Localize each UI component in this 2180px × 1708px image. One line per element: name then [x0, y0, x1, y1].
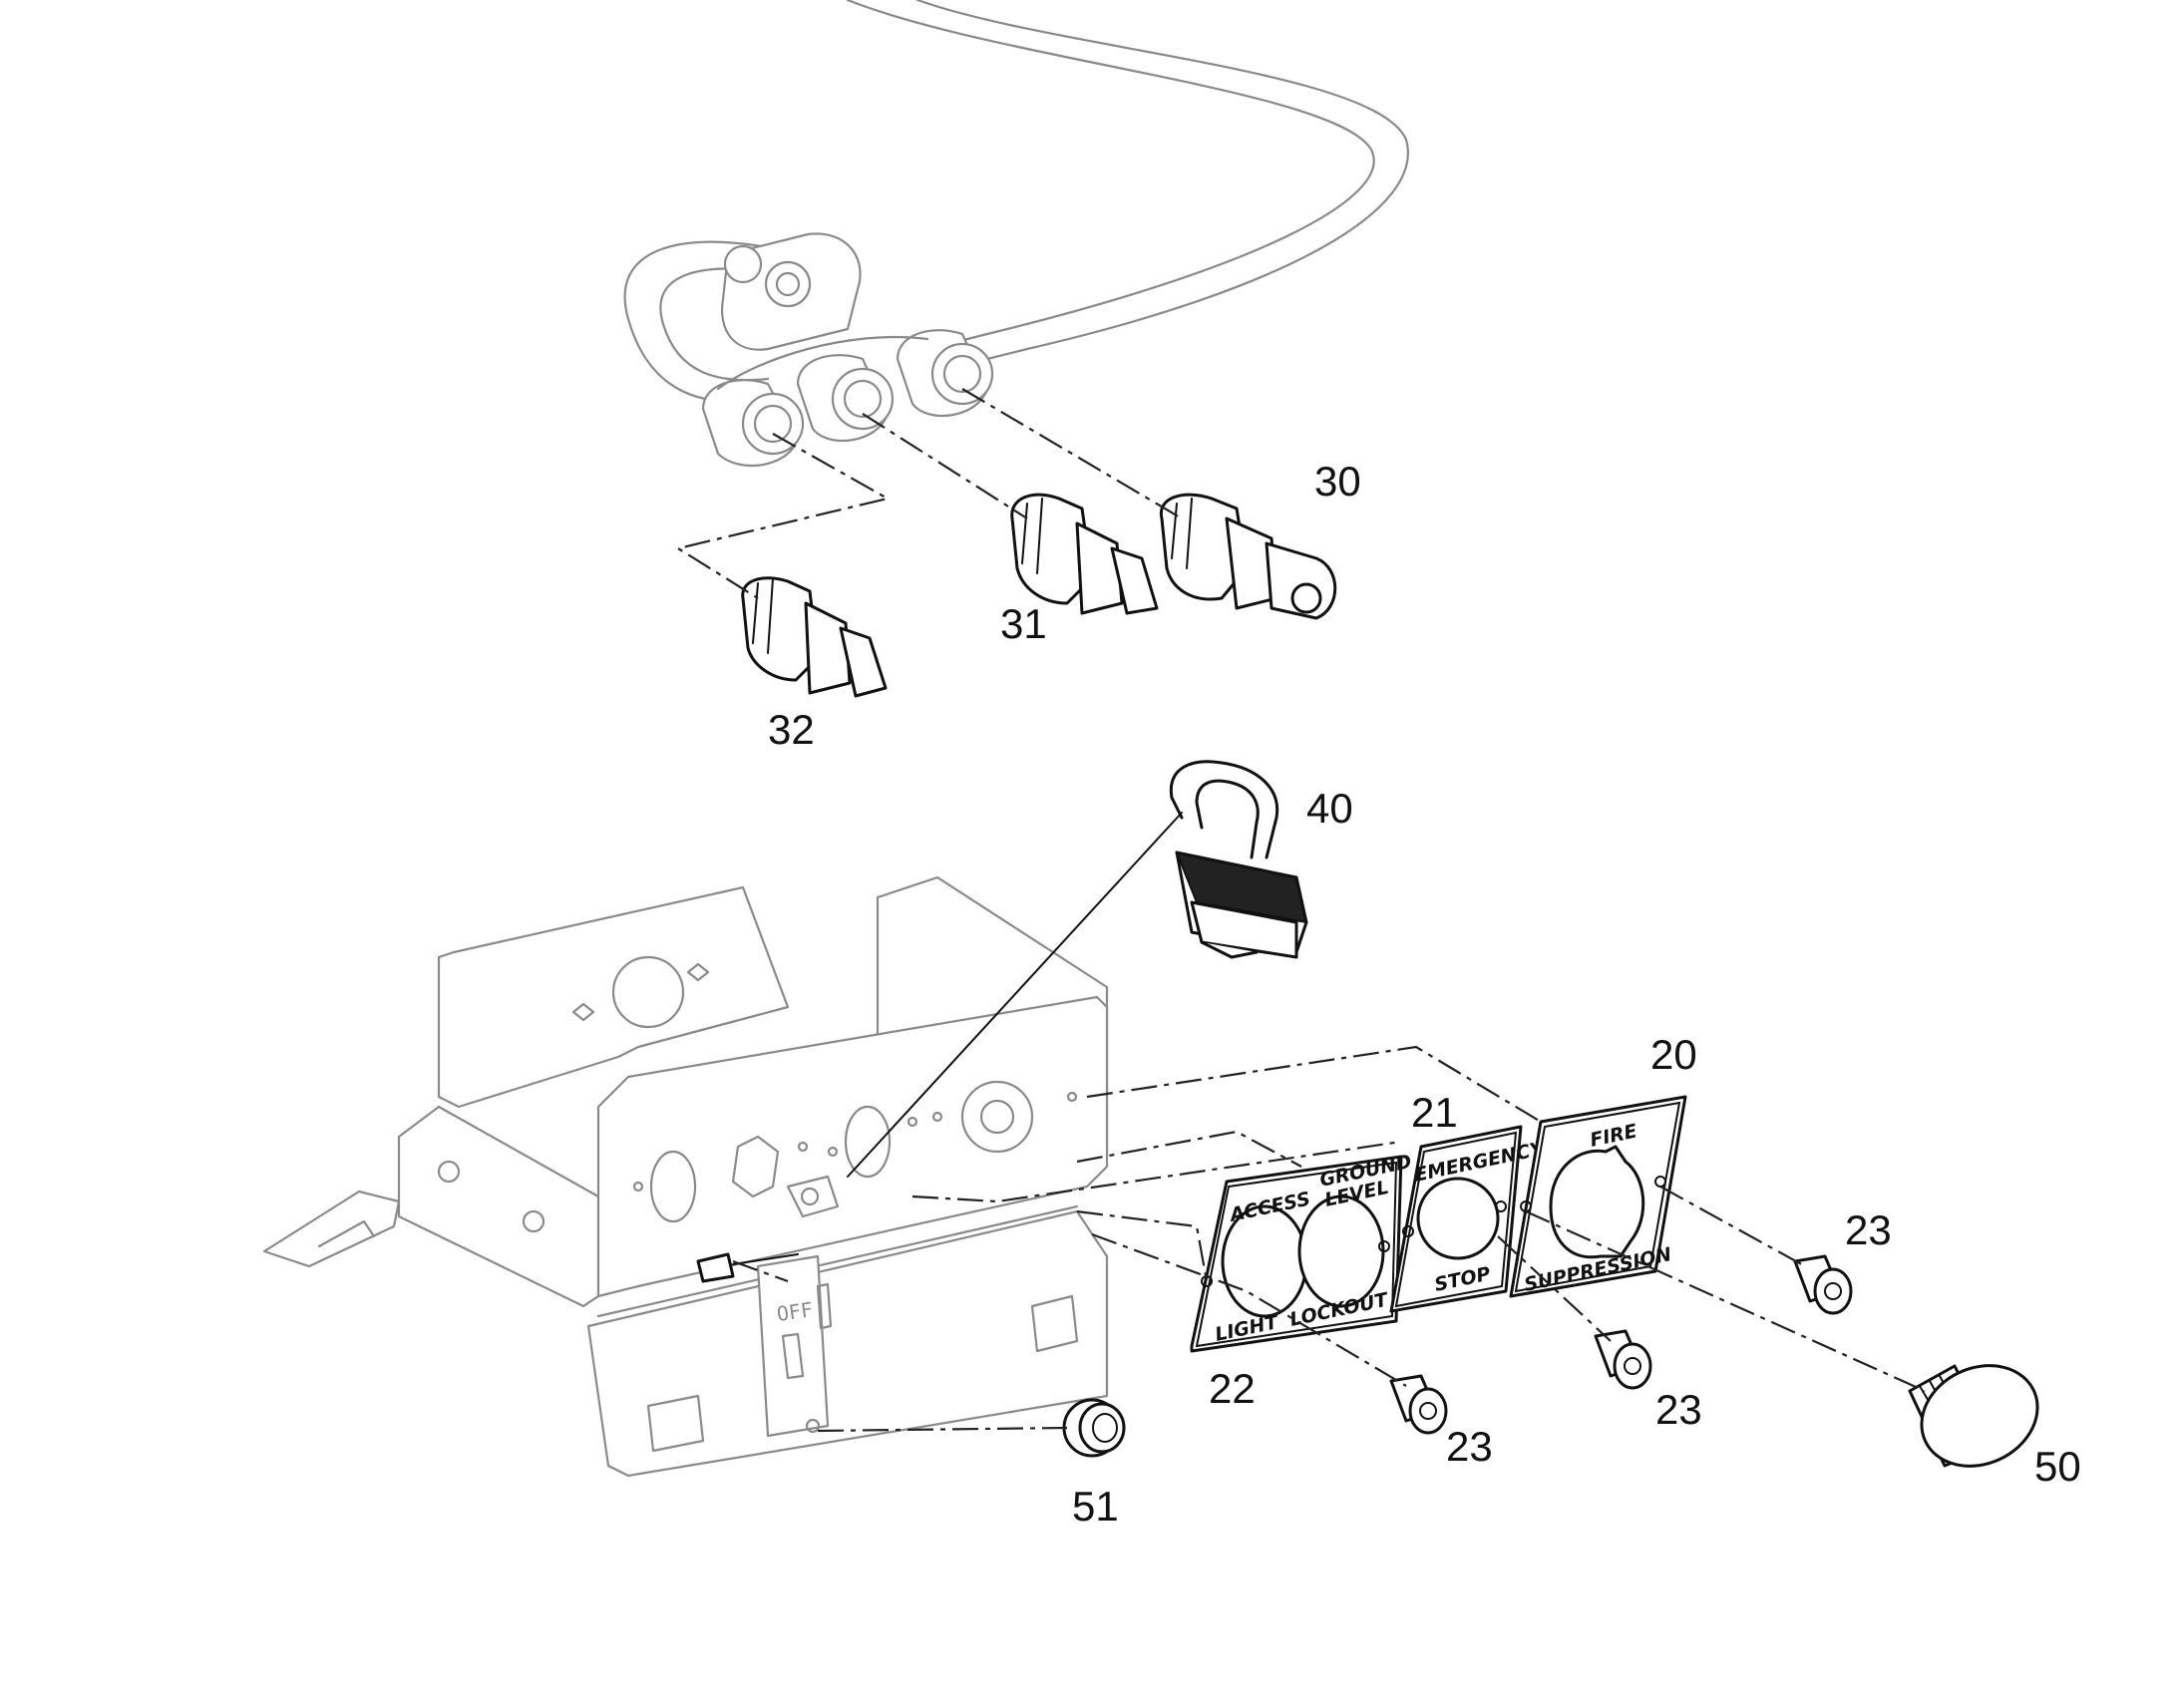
- selector-switch-part-31: [1010, 493, 1159, 615]
- callout-22: 22: [1209, 1365, 1256, 1412]
- selector-switch-part-32: [741, 576, 888, 698]
- screw-part-23-c: [1793, 1254, 1853, 1315]
- label-plate-21: EMERGENCY STOP: [1389, 1125, 1548, 1313]
- fire-suppression-hole: [1549, 1145, 1645, 1259]
- housing-marking: OFF: [775, 1297, 814, 1326]
- emergency-stop-hole: [1416, 1177, 1500, 1260]
- padlock-part-40: [1169, 760, 1308, 959]
- callout-31: 31: [1000, 600, 1047, 647]
- grommet-part-51: [1062, 1398, 1126, 1458]
- callout-51: 51: [1072, 1483, 1119, 1530]
- callout-20: 20: [1650, 1031, 1697, 1078]
- callout-32: 32: [768, 706, 815, 753]
- label-plate-20: FIRE SUPPRESSION: [1509, 1095, 1687, 1298]
- screw-part-23-a: [1389, 1374, 1448, 1435]
- callout-40: 40: [1306, 785, 1353, 832]
- key-switch-part-30: [1159, 493, 1337, 620]
- connector-left: [701, 379, 805, 468]
- plug-part-50: [1908, 1364, 2039, 1468]
- callout-30: 30: [1314, 458, 1361, 505]
- callout-50: 50: [2034, 1443, 2081, 1490]
- callout-23-a: 23: [1446, 1423, 1493, 1470]
- cable-harness: [623, 0, 1409, 468]
- connector-middle: [796, 354, 895, 443]
- label-plate-22: ACCESS GROUND LEVEL LIGHT LOCKOUT: [1190, 1151, 1413, 1353]
- callout-21: 21: [1411, 1089, 1458, 1136]
- control-box-housing: OFF: [262, 875, 1109, 1478]
- ground-level-lockout-hole: [1297, 1195, 1385, 1308]
- callout-23-b: 23: [1655, 1386, 1702, 1433]
- screw-part-23-b: [1594, 1329, 1652, 1390]
- callout-23-c: 23: [1845, 1206, 1892, 1253]
- connector-right: [896, 329, 994, 418]
